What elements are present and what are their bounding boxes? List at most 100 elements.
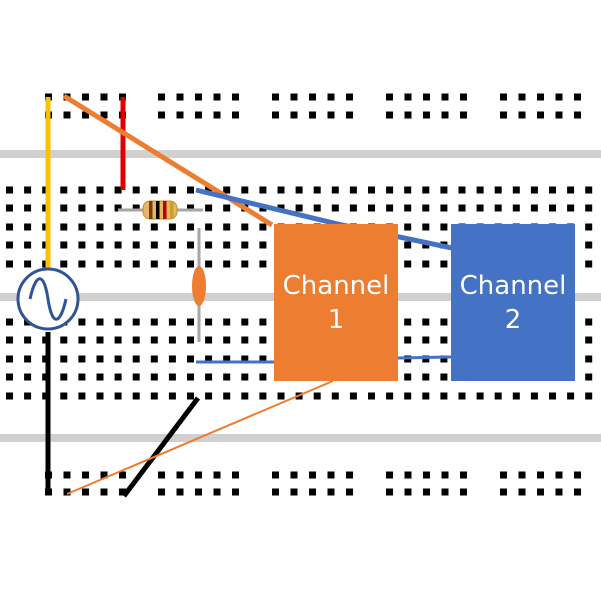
hole <box>512 392 520 400</box>
hole <box>232 111 239 119</box>
hole <box>96 241 104 249</box>
hole <box>537 111 544 119</box>
hole <box>555 471 563 479</box>
hole <box>458 186 466 194</box>
hole <box>441 488 449 496</box>
hole <box>24 336 32 344</box>
hole <box>460 93 467 101</box>
hole <box>168 392 176 400</box>
hole <box>114 373 122 381</box>
hole <box>404 204 412 212</box>
hole <box>213 93 221 101</box>
hole <box>132 241 140 249</box>
hole <box>309 93 316 101</box>
hole <box>60 355 68 363</box>
hole <box>567 204 575 212</box>
hole <box>567 392 575 400</box>
hole <box>205 260 213 268</box>
hole <box>223 392 231 400</box>
hole <box>187 336 194 344</box>
hole <box>6 373 13 381</box>
hole <box>96 355 104 363</box>
hole <box>168 355 176 363</box>
hole <box>476 392 484 400</box>
hole <box>78 355 86 363</box>
hole <box>585 260 593 268</box>
probe-channel-1: Channel 1 <box>274 224 398 381</box>
hole <box>60 260 68 268</box>
hole <box>309 471 316 479</box>
hole <box>404 111 412 119</box>
hole <box>78 186 86 194</box>
hole <box>158 471 165 479</box>
components <box>16 200 206 342</box>
hole <box>277 186 285 194</box>
hole <box>96 318 104 326</box>
hole <box>440 373 448 381</box>
hole <box>205 223 213 231</box>
hole <box>259 373 267 381</box>
hole <box>422 186 430 194</box>
hole <box>272 488 279 496</box>
hole <box>6 204 13 212</box>
black-wire-return <box>122 396 200 498</box>
hole <box>423 111 430 119</box>
hole <box>512 204 520 212</box>
hole <box>82 93 89 101</box>
hole <box>100 111 108 119</box>
hole <box>259 186 267 194</box>
hole <box>476 204 484 212</box>
hole <box>158 111 165 119</box>
hole <box>327 471 335 479</box>
hole <box>63 488 71 496</box>
hole <box>549 186 556 194</box>
hole <box>158 93 165 101</box>
hole <box>500 471 507 479</box>
hole <box>132 318 140 326</box>
hole <box>96 392 104 400</box>
hole <box>309 111 316 119</box>
hole <box>132 373 140 381</box>
hole <box>6 223 13 231</box>
hole <box>6 260 13 268</box>
hole <box>150 355 158 363</box>
hole <box>205 336 213 344</box>
hole <box>440 318 448 326</box>
hole <box>440 355 448 363</box>
hole <box>205 392 213 400</box>
hole <box>440 186 448 194</box>
hole <box>567 186 575 194</box>
hole <box>187 260 194 268</box>
hole <box>290 93 298 101</box>
hole <box>386 111 393 119</box>
hole <box>555 488 563 496</box>
hole <box>585 373 593 381</box>
hole <box>6 336 13 344</box>
hole <box>205 204 213 212</box>
hole <box>290 471 298 479</box>
hole <box>386 186 394 194</box>
hole <box>195 111 202 119</box>
hole <box>404 471 412 479</box>
hole <box>585 186 593 194</box>
hole <box>150 336 158 344</box>
hole <box>223 336 231 344</box>
hole <box>346 488 353 496</box>
hole <box>537 93 544 101</box>
hole <box>6 355 13 363</box>
hole <box>223 373 231 381</box>
hole <box>574 471 581 479</box>
hole <box>60 373 68 381</box>
hole <box>518 111 526 119</box>
hole <box>327 111 335 119</box>
hole <box>132 204 140 212</box>
hole <box>6 241 13 249</box>
hole <box>404 223 412 231</box>
hole <box>213 488 221 496</box>
hole <box>518 488 526 496</box>
hole <box>150 241 158 249</box>
hole <box>295 204 303 212</box>
hole <box>78 260 86 268</box>
hole <box>24 223 32 231</box>
hole <box>346 93 353 101</box>
